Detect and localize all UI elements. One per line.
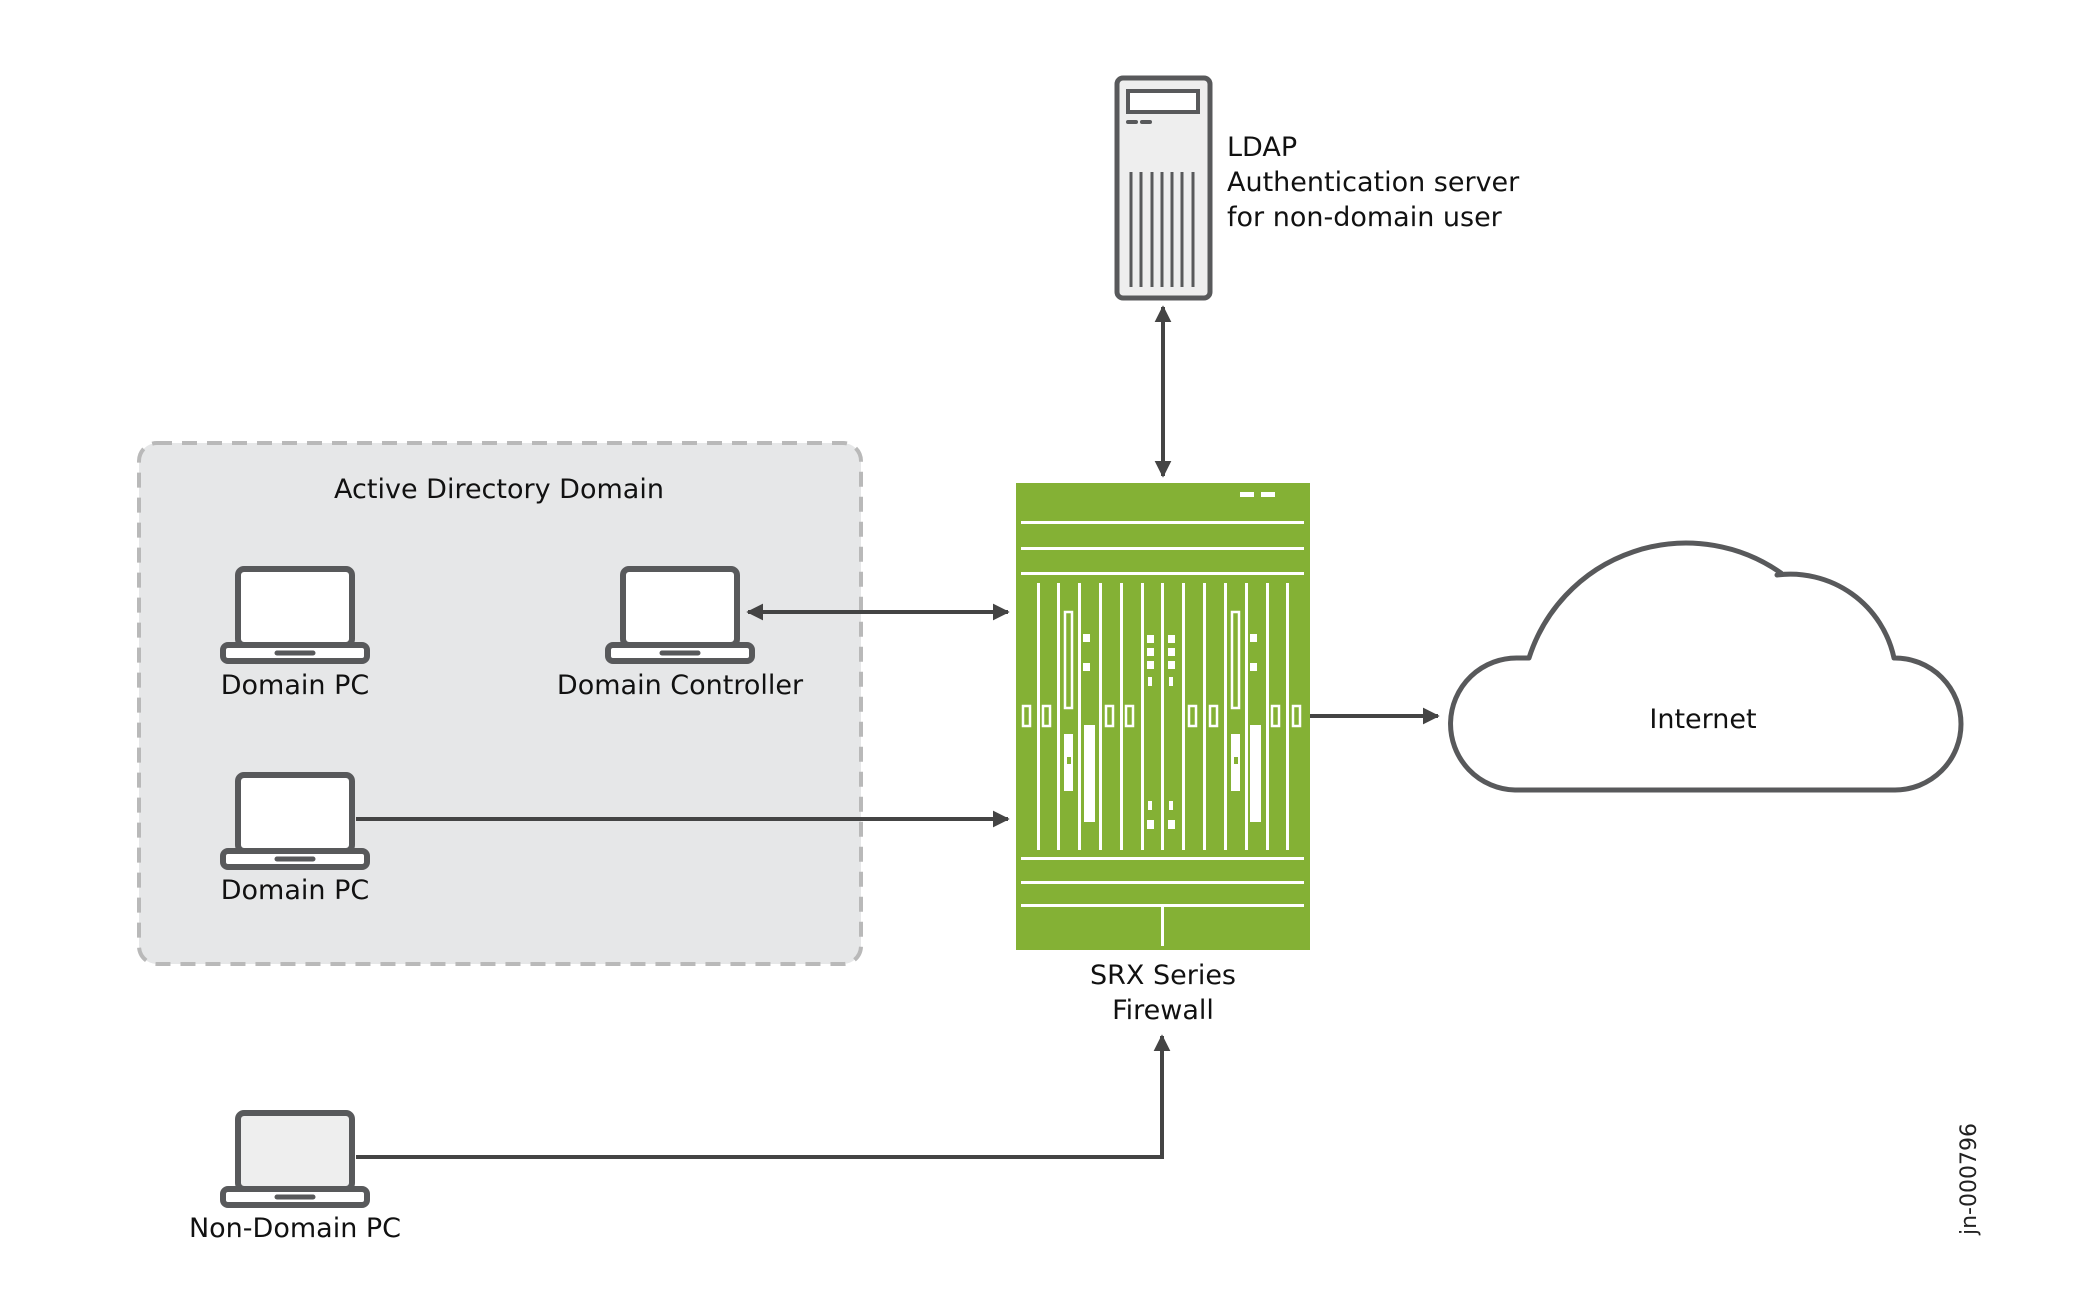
ldap-label-line-2: Authentication server [1227, 167, 1520, 198]
domain-group-title: Active Directory Domain [334, 474, 664, 505]
node-domain-controller[interactable]: Domain Controller [557, 566, 804, 701]
firewall-label-line-2: Firewall [1112, 995, 1214, 1026]
node-domain-pc-2[interactable]: Domain PC [220, 772, 370, 906]
node-domain-pc-1[interactable]: Domain PC [220, 566, 370, 701]
laptop-icon [220, 566, 370, 664]
connections [356, 305, 1440, 1159]
cloud-icon [1448, 540, 1964, 793]
non-domain-pc-label: Non-Domain PC [189, 1213, 401, 1244]
laptop-icon [220, 1110, 370, 1208]
ldap-label-line-1: LDAP [1227, 132, 1297, 163]
internet-label: Internet [1649, 704, 1756, 735]
firewall-label-line-1: SRX Series [1090, 960, 1236, 991]
laptop-icon [220, 772, 370, 870]
ldap-label-line-3: for non-domain user [1227, 202, 1503, 233]
node-srx-firewall[interactable]: SRX Series Firewall [1016, 483, 1310, 1026]
domain-pc-2-label: Domain PC [221, 875, 370, 906]
server-tower-icon [1114, 75, 1213, 301]
laptop-icon [605, 566, 755, 664]
domain-pc-1-label: Domain PC [221, 670, 370, 701]
node-internet[interactable]: Internet [1448, 540, 1964, 793]
domain-controller-label: Domain Controller [557, 670, 804, 701]
node-ldap-server[interactable]: LDAP Authentication server for non-domai… [1114, 75, 1520, 301]
node-non-domain-pc[interactable]: Non-Domain PC [189, 1110, 401, 1244]
document-id-label: jn-000796 [1957, 1123, 1982, 1236]
connection-nondomain-firewall [356, 1034, 1171, 1159]
firewall-chassis-icon [1016, 483, 1310, 950]
